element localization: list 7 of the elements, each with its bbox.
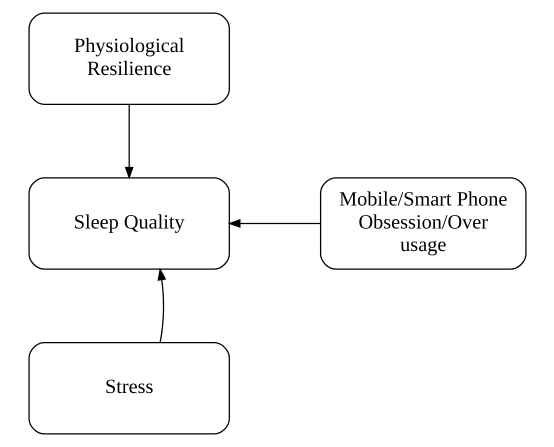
node-box: Sleep Quality (28, 177, 230, 270)
node-box: Mobile/Smart Phone Obsession/Over usage (319, 177, 526, 270)
node-box: Physiological Resilience (28, 12, 230, 105)
arrow (227, 219, 320, 228)
arrow (156, 268, 166, 342)
node-box: Stress (28, 342, 230, 435)
arrow (124, 104, 134, 180)
